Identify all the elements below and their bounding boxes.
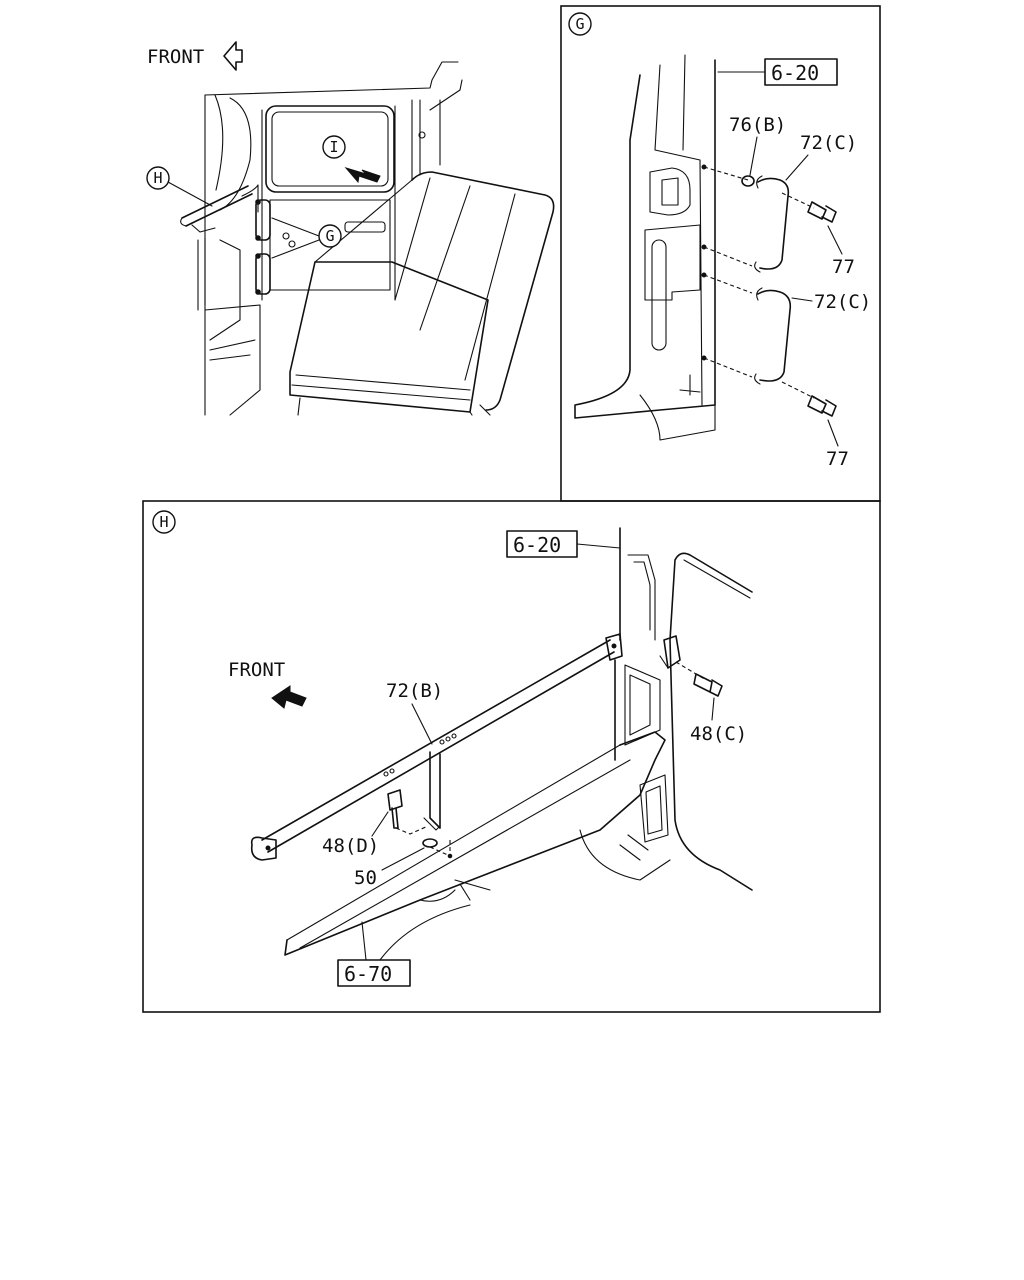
detail-h-door-frame	[669, 552, 753, 891]
svg-text:6-20: 6-20	[771, 61, 819, 85]
label-50: 50	[354, 867, 377, 889]
svg-text:H: H	[159, 513, 168, 531]
svg-text:6-20: 6-20	[513, 533, 561, 557]
overview-assist-grip-lower	[255, 253, 271, 295]
detail-g-view: G 6-20 76(B) 72(C) 77	[568, 12, 871, 470]
detail-h-cab-pillar	[614, 527, 621, 761]
part-50-washer	[422, 838, 438, 848]
front-label-detail-h: FRONT	[228, 659, 285, 681]
detail-h-view: H FRONT 6-20 6-70	[152, 510, 753, 987]
label-48c: 48(C)	[690, 723, 747, 745]
bench-seat-back	[411, 171, 555, 411]
detail-h-frame	[142, 500, 881, 1013]
label-77-upper: 77	[832, 256, 855, 278]
detail-g-title	[568, 12, 592, 36]
part-72c-lower-grip	[757, 289, 792, 382]
part-72b-grab-bar	[261, 639, 615, 853]
svg-text:G: G	[575, 15, 584, 33]
front-arrow-detail-h	[271, 685, 307, 709]
part-48d-bolt	[387, 789, 403, 829]
label-72c-lower: 72(C)	[814, 291, 871, 313]
part-48c-bolt	[693, 673, 723, 697]
svg-text:G: G	[325, 227, 334, 245]
detail-g-b-pillar	[574, 59, 716, 419]
label-72c-upper: 72(C)	[800, 132, 857, 154]
detail-h-upper-bracket	[663, 635, 681, 669]
label-76b: 76(B)	[729, 114, 786, 136]
front-label-overview: FRONT	[147, 46, 204, 68]
overview-grab-bar	[181, 185, 253, 227]
callout-h-overview	[146, 166, 170, 190]
overview-view: FRONT I H	[146, 41, 555, 416]
overview-assist-grip-upper	[255, 199, 271, 241]
part-77-bolt-upper	[807, 201, 837, 223]
part-77-bolt-lower	[807, 395, 837, 417]
svg-text:6-70: 6-70	[344, 962, 392, 986]
svg-text:I: I	[329, 138, 338, 156]
detail-h-support-bracket	[429, 751, 441, 829]
rear-window	[265, 105, 395, 193]
detail-h-title	[152, 510, 176, 534]
part-76b-nut	[741, 175, 755, 187]
callout-i-overview	[322, 135, 346, 159]
svg-text:H: H	[153, 169, 162, 187]
part-72c-upper-grip	[757, 177, 790, 270]
section-arrow-i	[344, 167, 381, 184]
detail-h-ref-box-bottom	[337, 959, 411, 987]
label-72b: 72(B)	[386, 680, 443, 702]
detail-h-side-sill	[284, 731, 666, 956]
front-arrow-overview	[223, 41, 243, 71]
label-77-lower: 77	[826, 448, 849, 470]
label-48d: 48(D)	[322, 835, 379, 857]
